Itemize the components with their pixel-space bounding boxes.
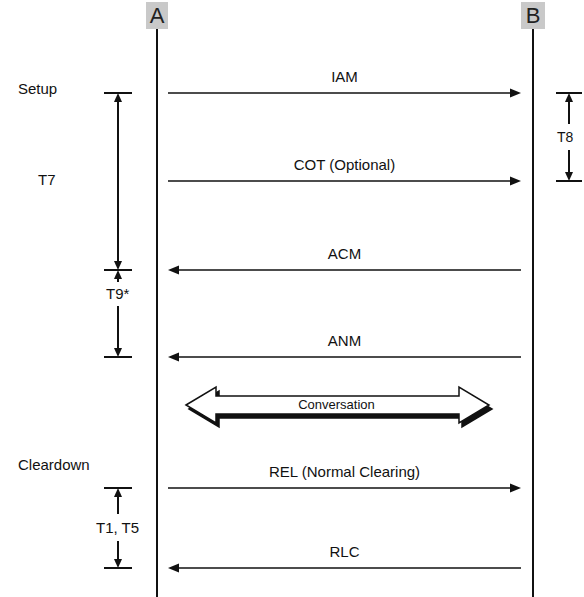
timer-label: T1, T5: [96, 519, 139, 537]
timer-label: T7: [38, 171, 56, 189]
participant-name: A: [150, 4, 165, 28]
message-arrow: [168, 177, 521, 186]
conversation-label: Conversation: [298, 397, 375, 412]
timer-label: T8: [557, 128, 573, 146]
message-name: ACM: [328, 245, 361, 263]
message-name: REL (Normal Clearing): [269, 463, 420, 481]
participant-box: A: [146, 2, 168, 29]
message-arrow: [168, 564, 521, 573]
message-name: ANM: [328, 332, 361, 350]
message-arrow: [168, 484, 521, 493]
participant-box: B: [521, 2, 545, 29]
conversation-arrow: [186, 387, 492, 427]
timer-label: T9*: [106, 285, 129, 303]
message-name: RLC: [329, 543, 359, 561]
message-arrow: [168, 353, 521, 362]
message-name: COT (Optional): [294, 156, 395, 174]
message-name: IAM: [331, 68, 358, 86]
phase-label: Setup: [18, 80, 57, 98]
message-arrow: [168, 266, 521, 275]
message-arrow: [168, 89, 521, 98]
participant-name: B: [526, 4, 541, 28]
phase-label: Cleardown: [18, 456, 90, 474]
